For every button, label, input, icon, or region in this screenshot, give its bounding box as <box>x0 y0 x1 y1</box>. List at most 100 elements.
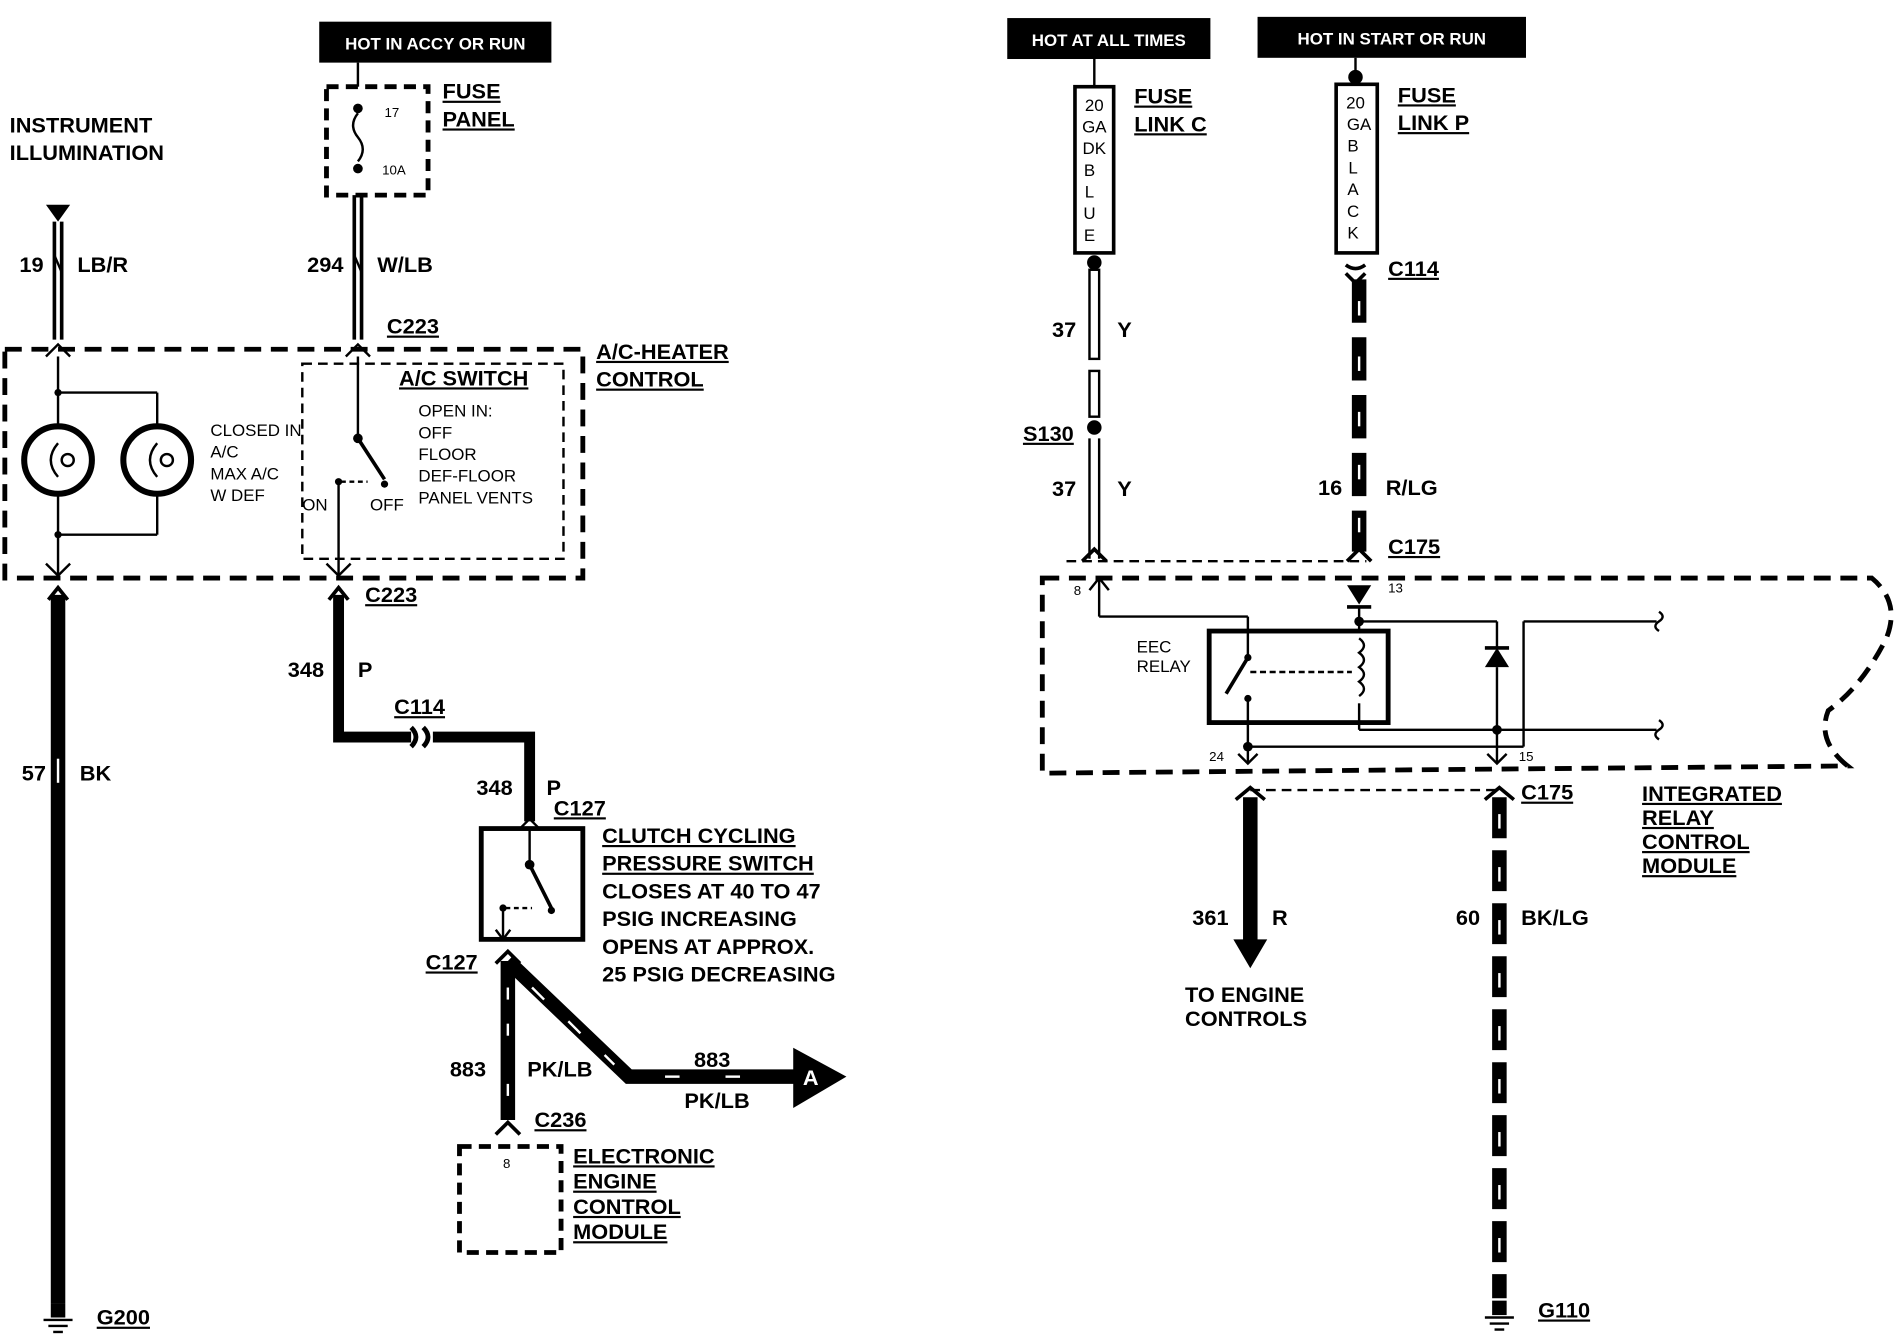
eec-pin-8: 8 <box>503 1156 510 1171</box>
module-label-1: INTEGRATED <box>1642 781 1782 806</box>
fuse-link-c-gauge-6: E <box>1084 226 1095 245</box>
arrow-a-label: A <box>803 1065 819 1090</box>
ground-g200-label: G200 <box>97 1305 150 1330</box>
eec-label-4: MODULE <box>573 1219 667 1244</box>
connector-c223-bottom: C223 <box>365 582 417 607</box>
closed-in-1: CLOSED IN <box>210 421 301 440</box>
module-label-3: CONTROL <box>1642 829 1750 854</box>
wire-294-number: 294 <box>307 252 343 277</box>
wire-883 <box>494 948 847 1120</box>
wire-883-number-b: 883 <box>694 1047 730 1072</box>
wire-348-color-b: P <box>547 775 562 800</box>
wire-16-number: 16 <box>1318 475 1342 500</box>
eec-relay-label-2: RELAY <box>1137 657 1191 676</box>
wire-57-number: 57 <box>22 760 46 785</box>
wire-19-color: LB/R <box>77 252 128 277</box>
ground-g110-label: G110 <box>1538 1298 1590 1323</box>
clutch-label-1: CLUTCH CYCLING <box>602 823 795 848</box>
engine-controls-label-1: TO ENGINE <box>1185 982 1304 1007</box>
fuse-link-c-label-2: LINK C <box>1134 111 1207 136</box>
ac-heater-label-1: A/C-HEATER <box>596 339 729 364</box>
pin-13: 13 <box>1388 581 1403 596</box>
wire-57-color: BK <box>80 760 112 785</box>
instrument-label-2: ILLUMINATION <box>10 140 164 165</box>
clutch-label-3: CLOSES AT 40 TO 47 <box>602 878 821 903</box>
ac-switch-box <box>301 362 565 560</box>
eec-label-1: ELECTRONIC <box>573 1143 715 1168</box>
wire-19-number: 19 <box>19 252 43 277</box>
fuse-panel-label-1: FUSE <box>443 79 501 104</box>
fuse-link-p-gauge-4: A <box>1347 180 1359 199</box>
ac-switch-contacts <box>334 356 389 576</box>
clutch-label-6: 25 PSIG DECREASING <box>602 962 835 987</box>
fuse-panel-label-2: PANEL <box>443 106 515 131</box>
connector-c175-top: C175 <box>1388 534 1440 559</box>
fuse-link-c-label-1: FUSE <box>1134 84 1192 109</box>
ac-heater-control-box <box>2 346 586 581</box>
fuse-link-c-gauge-1: GA <box>1082 118 1107 137</box>
fuse-link-p-gauge-2: B <box>1347 137 1358 156</box>
svg-text:HOT IN ACCY OR RUN: HOT IN ACCY OR RUN <box>345 34 525 53</box>
indicator-lamps <box>21 356 195 576</box>
eec-relay-label-1: EEC <box>1137 638 1172 657</box>
engine-controls-label-2: CONTROLS <box>1185 1006 1307 1031</box>
relay-module-box <box>1039 575 1894 776</box>
fuse-link-c-gauge-4: L <box>1085 183 1094 202</box>
svg-text:HOT AT ALL TIMES: HOT AT ALL TIMES <box>1032 31 1186 50</box>
fuse-panel: 17 10A <box>324 84 431 198</box>
fuse-link-c-gauge-0: 20 <box>1085 96 1104 115</box>
wire-348-number-a: 348 <box>288 657 324 682</box>
module-label-2: RELAY <box>1642 805 1714 830</box>
open-in-3: FLOOR <box>418 445 476 464</box>
fuse-link-p-label-1: FUSE <box>1398 82 1456 107</box>
closed-in-3: MAX A/C <box>210 464 279 483</box>
wire-16 <box>1344 263 1373 563</box>
wire-883-color-a: PK/LB <box>527 1057 592 1082</box>
wire-37-number-b: 37 <box>1052 476 1076 501</box>
wire-16-color: R/LG <box>1386 475 1438 500</box>
ground-g200-symbol <box>43 1303 73 1334</box>
header-hot-accy-run: HOT IN ACCY OR RUN <box>319 21 552 63</box>
fuse-link-p-box <box>1334 82 1380 255</box>
fuse-link-c-gauge-5: U <box>1083 204 1095 223</box>
ac-heater-label-2: CONTROL <box>596 367 704 392</box>
wire-37-color-a: Y <box>1117 317 1132 342</box>
fuse-link-c-gauge-2: DK <box>1083 139 1107 158</box>
instrument-label-1: INSTRUMENT <box>10 113 153 138</box>
open-in-4: DEF-FLOOR <box>418 467 516 486</box>
wire-19 <box>45 204 71 340</box>
wire-294 <box>352 195 364 340</box>
wire-348-color-a: P <box>358 657 373 682</box>
connector-c127-bottom: C127 <box>426 950 478 975</box>
wire-883-number-a: 883 <box>450 1057 486 1082</box>
clutch-label-4: PSIG INCREASING <box>602 906 797 931</box>
switch-position-off: OFF <box>370 496 404 515</box>
connector-c114-right: C114 <box>1388 256 1439 281</box>
wire-361-number: 361 <box>1192 905 1228 930</box>
fuse-link-p-gauge-0: 20 <box>1346 93 1365 112</box>
wire-883-color-b: PK/LB <box>684 1088 749 1113</box>
clutch-label-5: OPENS AT APPROX. <box>602 934 814 959</box>
fuse-link-p-label-2: LINK P <box>1398 110 1469 135</box>
pin-8: 8 <box>1074 583 1081 598</box>
fuse-link-p-gauge-1: GA <box>1347 115 1372 134</box>
connector-c175-bottom: C175 <box>1521 780 1573 805</box>
closed-in-4: W DEF <box>210 486 264 505</box>
svg-text:10A: 10A <box>382 163 406 178</box>
wire-348 <box>333 594 536 822</box>
switch-position-on: ON <box>302 496 327 515</box>
ac-switch-label: A/C SWITCH <box>399 365 528 390</box>
wire-60-number: 60 <box>1456 905 1480 930</box>
open-in-2: OFF <box>418 423 452 442</box>
fuse-link-c-box <box>1073 84 1116 255</box>
connector-c236: C236 <box>534 1107 586 1132</box>
closed-in-2: A/C <box>210 443 238 462</box>
eec-relay-circuit <box>1088 576 1664 766</box>
connector-c127-top: C127 <box>554 795 606 820</box>
pin-15: 15 <box>1519 749 1534 764</box>
clutch-label-2: PRESSURE SWITCH <box>602 851 814 876</box>
wire-60-color: BK/LG <box>1521 905 1589 930</box>
module-label-4: MODULE <box>1642 853 1736 878</box>
splice-s130: S130 <box>1023 421 1074 446</box>
